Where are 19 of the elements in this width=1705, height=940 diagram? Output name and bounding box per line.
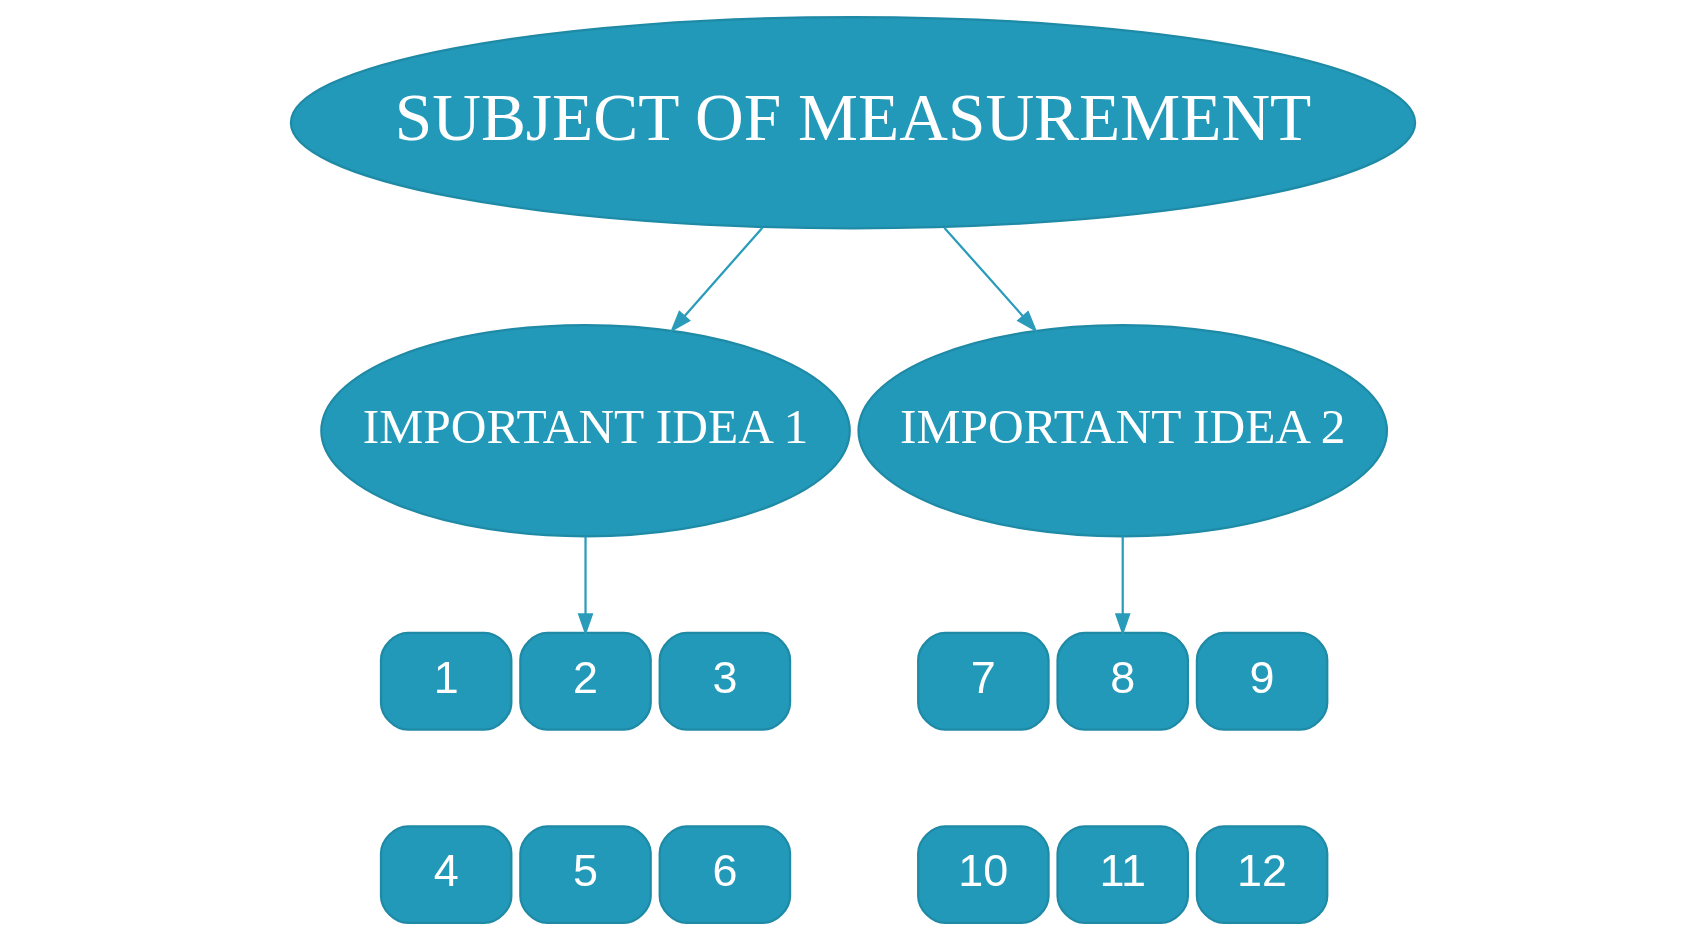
node-box: 8 [1055, 631, 1189, 731]
arrow [577, 536, 593, 636]
node-ellipse: IMPORTANT IDEA 1 [319, 323, 851, 538]
node-ellipse: IMPORTANT IDEA 2 [856, 323, 1388, 538]
node-box: 6 [658, 825, 791, 925]
node-ellipse: SUBJECT OF MEASUREMENT [289, 15, 1416, 230]
arrow [669, 226, 763, 333]
node-box: 10 [916, 825, 1050, 925]
node-box: 11 [1055, 825, 1189, 925]
node-box: 5 [518, 825, 652, 925]
arrow [942, 226, 1037, 333]
node-box: 7 [916, 631, 1050, 731]
arrow [1114, 536, 1131, 636]
node-box: 2 [518, 631, 652, 731]
node-box: 4 [379, 825, 512, 925]
node-box: 1 [379, 631, 512, 731]
node-box: 12 [1195, 825, 1328, 925]
node-box: 9 [1195, 631, 1328, 731]
node-box: 3 [658, 631, 791, 731]
